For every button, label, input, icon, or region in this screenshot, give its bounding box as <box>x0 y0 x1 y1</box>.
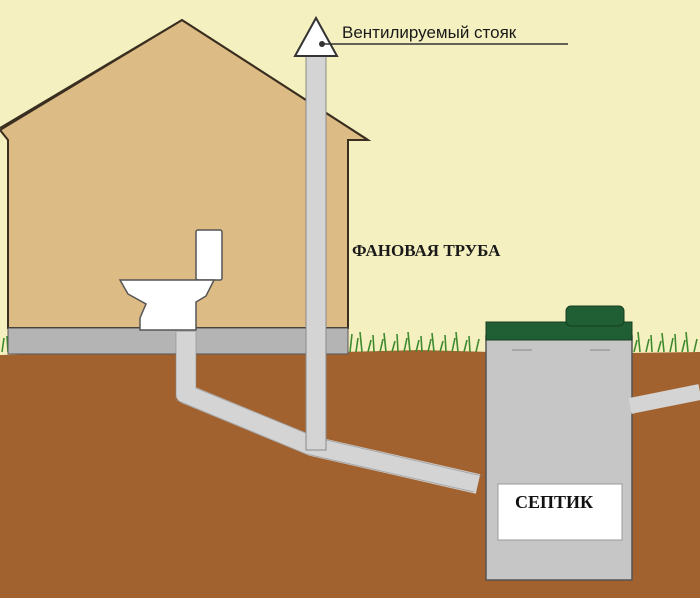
drain-pipe-outline <box>175 332 483 493</box>
septic-label-box <box>497 483 623 541</box>
drain-pipe-label: ФАНОВАЯ ТРУБА <box>352 241 501 260</box>
vent-cap-icon <box>293 15 339 57</box>
septic-tank <box>485 305 633 581</box>
drain-pipe <box>176 332 481 494</box>
vent-riser-pipe <box>305 51 327 451</box>
grass-strip <box>1 331 698 353</box>
septic-label: СЕПТИК <box>515 492 593 512</box>
vent-riser-label: Вентилируемый стояк <box>342 23 517 42</box>
outlet-pipe <box>628 384 700 414</box>
toilet-icon <box>118 229 223 331</box>
